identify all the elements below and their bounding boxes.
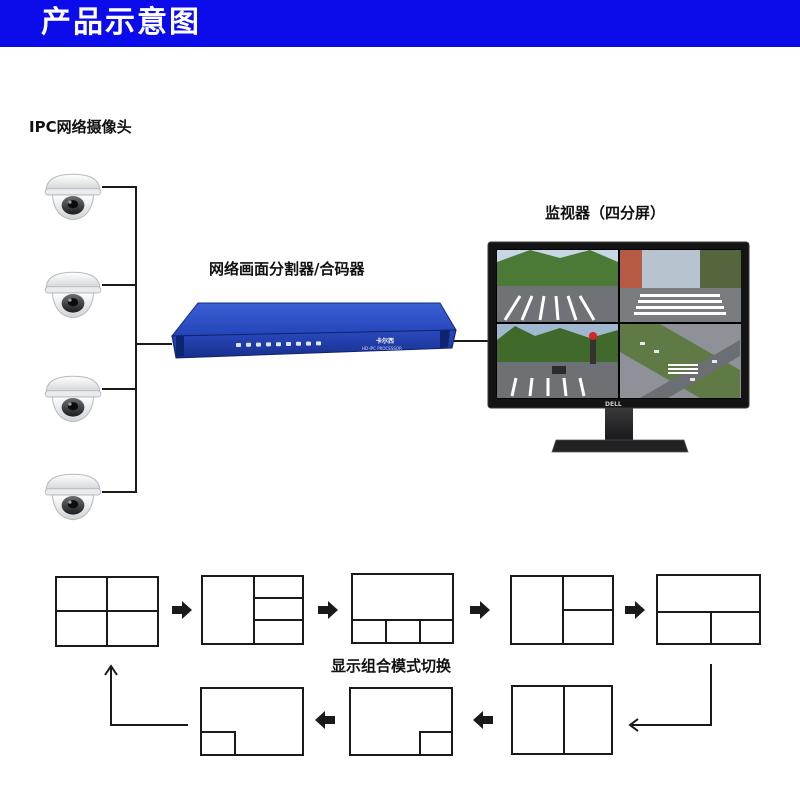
processor-label: 网络画面分割器/合码器 [209,260,365,278]
layout-two-vertical [511,685,613,755]
arrow-right-icon [172,601,192,619]
device-model: HD-IPC PROCESSOR [362,346,402,351]
monitor: DELL [487,241,750,453]
monitor-quadrant-bottom-right [620,324,741,398]
layout-quad [55,576,159,647]
monitor-quadrant-top-left [497,250,618,322]
monitor-quadrant-top-right [620,250,741,322]
header-bar: 产品示意图 [0,0,800,47]
loop-connectors [104,664,712,732]
camera-wiring [102,186,490,493]
processor-device: 卡尔西 HD-IPC PROCESSOR [170,302,457,359]
layout-one-plus-three-right [201,575,304,645]
layout-one-plus-three-bottom [351,573,454,644]
arrow-right-icon [318,601,338,619]
layout-pip-bottom-right [349,687,453,756]
page-title: 产品示意图 [41,5,201,40]
arrow-left-icon [315,711,335,729]
layout-modes [55,573,761,756]
layout-one-plus-two-right [510,575,614,645]
layout-pip-bottom-left [200,687,304,756]
layout-one-plus-two-bottom [656,574,761,645]
modes-label: 显示组合模式切换 [331,657,452,675]
monitor-label: 监视器（四分屏） [545,204,666,222]
arrow-right-icon [470,601,490,619]
dome-camera-icon [44,473,102,521]
dome-camera-icon [44,173,102,221]
cameras-label: IPC网络摄像头 [29,118,132,136]
arrow-left-icon [473,711,493,729]
flow-arrows [172,601,645,729]
arrow-right-icon [625,601,645,619]
device-brand: 卡尔西 [376,337,394,345]
monitor-quadrant-bottom-left [497,324,618,398]
dome-camera-icon [44,375,102,423]
monitor-brand: DELL [605,401,622,408]
dome-camera-icon [44,271,102,319]
